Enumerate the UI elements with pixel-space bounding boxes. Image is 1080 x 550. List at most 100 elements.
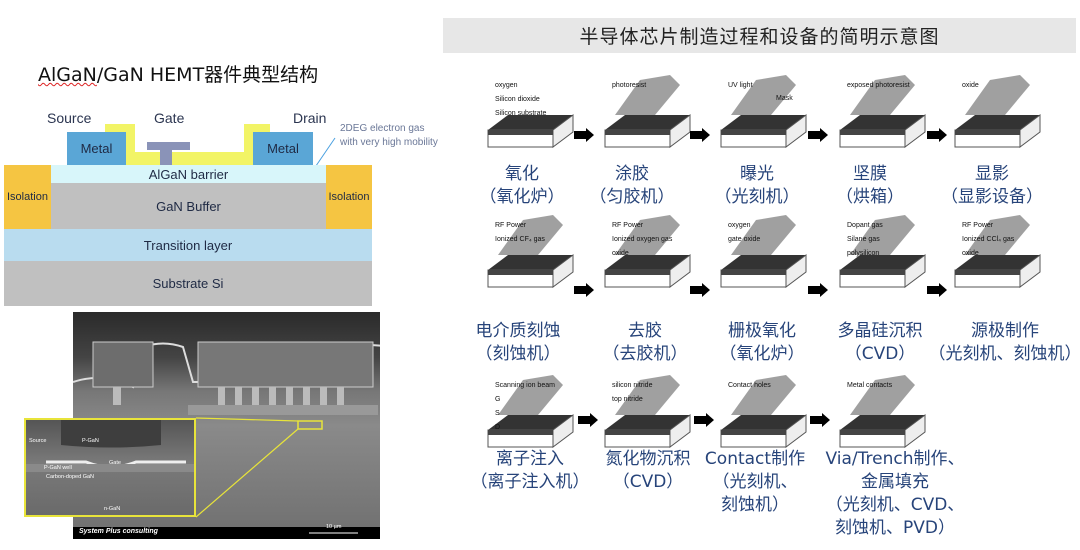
- inset-ngan-label: n-GaN: [104, 506, 121, 512]
- illustration-label: Silane gas: [847, 236, 880, 243]
- inset-source-label: Source: [29, 438, 47, 444]
- step-illustration: photoresist: [604, 75, 691, 148]
- illustration-label: RF Power: [495, 222, 527, 229]
- step-illustration: Metal contacts: [839, 375, 926, 448]
- step-title: 曝光: [740, 164, 774, 184]
- step-title: 栅极氧化: [728, 321, 796, 341]
- step-label: 氧化 （氧化炉）: [480, 163, 565, 209]
- step-equipment: （匀胶机）: [589, 187, 675, 207]
- step-label: 氮化物沉积 （CVD）: [606, 448, 691, 494]
- illustration-label: photoresist: [612, 82, 646, 89]
- process-arrow-icon: [927, 128, 947, 142]
- step-title: 涂胶: [615, 164, 649, 184]
- step-title: 去胶: [628, 321, 662, 341]
- illustration-label: exposed photoresist: [847, 82, 910, 89]
- step-illustration: oxygen gate oxide: [720, 215, 807, 288]
- process-arrow-icon: [574, 283, 594, 297]
- illustration-label: oxygen: [728, 222, 751, 229]
- illustration-label: Scanning ion beam: [495, 382, 555, 389]
- process-arrow-icon: [808, 283, 828, 297]
- illustration-label: Ionized oxygen gas: [612, 236, 673, 243]
- step-title: 多晶硅沉积: [837, 321, 923, 341]
- 2deg-annotation: 2DEG electron gas with very high mobilit…: [340, 123, 438, 148]
- process-arrow-icon: [690, 128, 710, 142]
- inset-pgan-well-label: P-GaN well: [44, 465, 72, 471]
- illustration-label: oxide: [962, 250, 979, 257]
- illustration-label: Metal contacts: [847, 382, 893, 389]
- inset-pgan-label: P-GaN: [82, 438, 99, 444]
- step-equipment: （去胶机）: [602, 344, 688, 364]
- step-label: 离子注入 （离子注入机）: [471, 448, 590, 494]
- step-label: 显影 （显影设备）: [941, 163, 1043, 209]
- illustration-label: Dopant gas: [847, 222, 883, 229]
- process-arrow-icon: [574, 128, 594, 142]
- step-equipment: （光刻机）: [714, 187, 800, 207]
- sem-structures: [73, 341, 380, 539]
- substrate-layer: Substrate Si: [4, 261, 372, 306]
- step-label: 电介质刻蚀 （刻蚀机）: [476, 320, 561, 366]
- step-label: 坚膜（烘箱）: [836, 163, 904, 209]
- step-equipment: （光刻机、刻蚀机）: [712, 472, 798, 515]
- step-title: 显影: [975, 164, 1009, 184]
- step-title: 电介质刻蚀: [475, 321, 561, 341]
- step-illustration: exposed photoresist: [839, 75, 926, 148]
- illustration-label: RF Power: [612, 222, 644, 229]
- inset-gate-structure: [26, 420, 194, 472]
- sem-zoom-inset: Source P-GaN Gate P-GaN well Carbon-dope…: [24, 418, 196, 517]
- title-rest: /GaN HEMT器件典型结构: [96, 64, 319, 86]
- illustration-label: UV light: [728, 82, 753, 89]
- illustration-label: Ionized CCl₄ gas: [962, 236, 1015, 243]
- inset-gate-label: Gate: [109, 460, 121, 466]
- gan-buffer-layer: GaN Buffer: [51, 183, 326, 229]
- illustration-label: G: [495, 396, 500, 403]
- sem-credit: System Plus consulting: [79, 528, 158, 535]
- hemt-structure-diagram: Source Gate Drain Metal Metal 2DEG elect…: [0, 100, 440, 310]
- step-label: 去胶 （去胶机）: [603, 320, 688, 366]
- step-title: 源极制作: [971, 321, 1039, 341]
- gate-label: Gate: [154, 110, 185, 126]
- illustration-label: Ionized CF₄ gas: [495, 236, 545, 243]
- metal-drain: Metal: [253, 132, 313, 165]
- illustration-label: Mask: [776, 95, 793, 102]
- step-equipment: （烘箱）: [836, 187, 904, 207]
- illustration-label: D: [495, 424, 500, 431]
- step-title: 离子注入: [496, 449, 564, 469]
- illustration-label: Contact holes: [728, 382, 771, 389]
- step-equipment: （显影设备）: [941, 187, 1043, 207]
- isolation-right: Isolation: [326, 165, 372, 229]
- hemt-section-title: AlGaN/GaN HEMT器件典型结构: [38, 60, 318, 87]
- step-label: 多晶硅沉积（CVD）: [838, 320, 923, 366]
- step-title: 氧化: [505, 164, 539, 184]
- step-label: 源极制作（光刻机、刻蚀机）: [929, 320, 1080, 366]
- step-equipment: （CVD）: [612, 472, 684, 492]
- step-equipment: （离子注入机）: [470, 472, 590, 492]
- spellcheck-underlined-word: AlGaN: [38, 64, 97, 86]
- algan-barrier-layer: AlGaN barrier: [51, 165, 326, 183]
- process-arrow-icon: [578, 413, 598, 427]
- illustration-label: top nitride: [612, 396, 643, 403]
- step-illustration: oxide: [954, 75, 1041, 148]
- step-equipment: （氧化炉）: [479, 187, 565, 207]
- illustration-label: Silicon dioxide: [495, 96, 540, 103]
- illustration-label: RF Power: [962, 222, 994, 229]
- step-label: 栅极氧化（氧化炉）: [720, 320, 805, 366]
- inset-carbon-doped-label: Carbon-doped GaN: [46, 474, 95, 480]
- process-arrow-icon: [808, 128, 828, 142]
- metal-source: Metal: [67, 132, 126, 165]
- illustration-label: gate oxide: [728, 236, 760, 243]
- step-label: Contact制作 （光刻机、刻蚀机）: [705, 448, 805, 517]
- step-title: Contact制作: [704, 449, 806, 469]
- transition-layer: Transition layer: [4, 229, 372, 261]
- process-arrow-icon: [690, 283, 710, 297]
- step-title: 氮化物沉积: [605, 449, 691, 469]
- process-arrow-icon: [810, 413, 830, 427]
- sem-cross-section-image: System Plus consulting 10 µm: [73, 312, 380, 539]
- step-equipment: （刻蚀机）: [475, 344, 561, 364]
